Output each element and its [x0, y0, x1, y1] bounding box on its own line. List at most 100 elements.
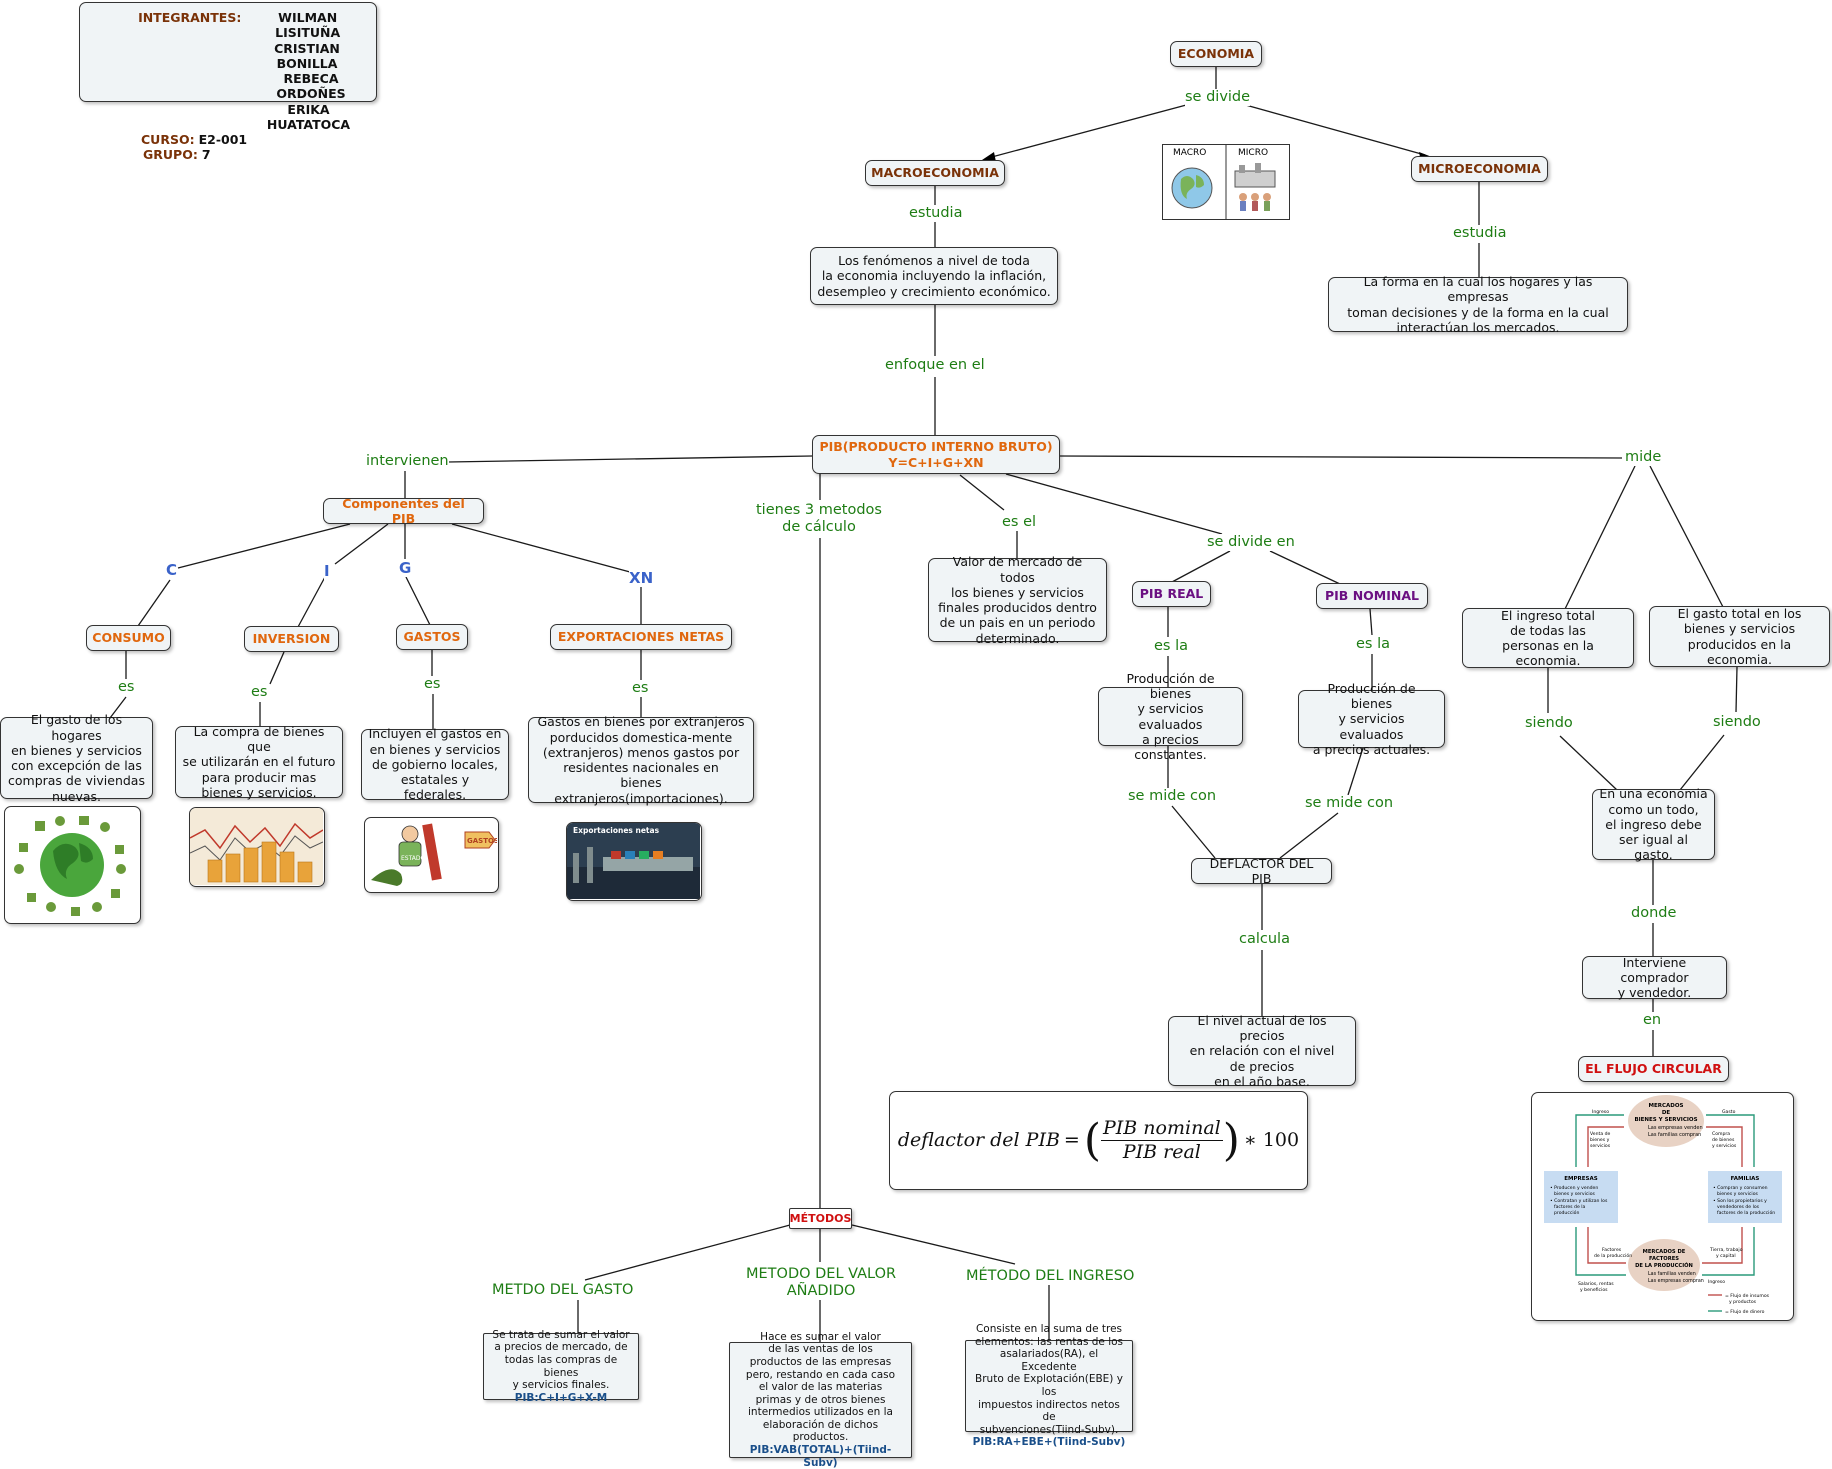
donde-label: donde — [1631, 905, 1677, 923]
pib-definition: Valor de mercado de todos los bienes y s… — [928, 554, 1107, 646]
inversion-node: INVERSION — [244, 626, 339, 652]
macro-description: Los fenómenos a nivel de toda la economi… — [810, 247, 1058, 305]
fc-fam-item-2b: vendedores de los — [1717, 1204, 1760, 1210]
pib-real-node: PIB REAL — [1132, 581, 1211, 607]
deflactor-formula: deflactor del PIB = ( PIB nominal PIB re… — [889, 1091, 1308, 1190]
componentes-node: Componentes del PIB — [323, 496, 484, 526]
micro-description: La forma en la cual los hogares y las em… — [1328, 274, 1628, 335]
consumo-description: El gasto de los hogares en bienes y serv… — [0, 712, 153, 804]
fc-fam-item-1b: bienes y servicios — [1717, 1191, 1759, 1197]
metodo-ingreso-label: MÉTODO DEL INGRESO — [966, 1268, 1135, 1286]
micro-text: MICRO — [1238, 148, 1268, 158]
fc-emp-item-2: • Contratan y utilizan los — [1550, 1198, 1608, 1204]
fc-compra-2: de bienes — [1712, 1137, 1735, 1143]
fc-legend-2: = Flujo de dinero — [1725, 1309, 1765, 1315]
gastos-description: Incluyen el gastos en en bienes y servic… — [361, 726, 509, 802]
pib-real-description: Producción de bienes y servicios evaluad… — [1098, 671, 1243, 762]
metodo-ingreso-description: Consiste en la suma de tres elementos: l… — [965, 1323, 1133, 1448]
metodo-valor-label: METODO DEL VALOR AÑADIDO — [746, 1266, 897, 1301]
fc-salarios-1: Salarios, rentas — [1578, 1281, 1614, 1287]
gastos-node: GASTOS — [396, 624, 468, 650]
fc-tierra-1: Tierra, trabajo — [1709, 1247, 1743, 1253]
fc-familias: FAMILIAS — [1731, 1176, 1760, 1182]
gastos-image: ESTADO GASTOS — [364, 817, 499, 893]
macro-micro-image: MACRO MICRO — [1162, 144, 1290, 220]
fc-compra-1: Compra — [1712, 1131, 1730, 1137]
fc-fam-item-2: • Son los propietarios y — [1713, 1198, 1767, 1204]
curso-label: CURSO: — [141, 132, 195, 147]
metodo-gasto-description: Se trata de sumar el valor a precios de … — [483, 1329, 639, 1404]
ingreso-desc-text: Consiste en la suma de tres elementos: l… — [974, 1323, 1124, 1436]
formula-tail: ∗ 100 — [1243, 1128, 1300, 1151]
pib-nominal-node: PIB NOMINAL — [1316, 583, 1428, 609]
es-consumo-label: es — [118, 679, 135, 697]
fc-mercados-bienes-2: DE — [1662, 1110, 1671, 1116]
siendo-ingreso-label: siendo — [1525, 715, 1573, 733]
fc-ingreso-top: Ingreso — [1592, 1109, 1609, 1115]
fc-ingreso-bottom: Ingreso — [1708, 1279, 1725, 1285]
valor-desc-text: Hace es sumar el valor de las ventas de … — [745, 1330, 896, 1444]
exportaciones-image: Exportaciones netas — [566, 822, 702, 901]
macro-text: MACRO — [1173, 148, 1206, 158]
flujo-circular-image: MERCADOS DE BIENES Y SERVICIOS Las empre… — [1531, 1092, 1794, 1321]
en-label: en — [1643, 1012, 1662, 1030]
fc-mb-item-2: Las familias compran — [1648, 1132, 1701, 1138]
fc-emp-item-1: • Producen y venden — [1550, 1185, 1598, 1191]
fc-fam-item-2c: factores de la producción — [1717, 1209, 1775, 1216]
macroeconomia-node: MACROECONOMIA — [865, 160, 1005, 186]
fc-factores-1: Factores — [1602, 1247, 1622, 1253]
grupo-value: 7 — [201, 147, 211, 163]
pib-formula: Y=C+I+G+XN — [888, 454, 984, 470]
fc-mb-item-1: Las empresas venden — [1648, 1125, 1703, 1131]
fc-mf-2: FACTORES — [1649, 1256, 1679, 1262]
flujo-circular-node: EL FLUJO CIRCULAR — [1578, 1056, 1729, 1082]
estudia-micro-label: estudia — [1453, 225, 1507, 243]
consumo-node: CONSUMO — [86, 625, 171, 651]
gasto-formula: PIB:C+I+G+X-M — [514, 1391, 608, 1404]
fc-emp-item-2b: factores de la — [1554, 1204, 1586, 1210]
es-export-label: es — [632, 680, 649, 698]
fc-gasto-top: Gasto — [1722, 1109, 1736, 1115]
valor-formula: PIB:VAB(TOTAL)+(Tiind-Subv) — [749, 1444, 892, 1469]
pib-title: PIB(PRODUCTO INTERNO BRUTO) — [819, 439, 1053, 455]
enfoque-label: enfoque en el — [885, 357, 985, 375]
exportaciones-node: EXPORTACIONES NETAS — [550, 624, 732, 650]
fc-venta-3: servicios — [1590, 1143, 1611, 1149]
letter-g: G — [399, 559, 412, 577]
microeconomia-node: MICROECONOMIA — [1411, 156, 1548, 182]
export-description: Gastos en bienes por extranjeros porduci… — [528, 714, 754, 806]
fc-mf-1: MERCADOS DE — [1643, 1249, 1686, 1255]
fc-mf-item-1: Las familias venden — [1648, 1271, 1696, 1277]
inversion-image — [189, 807, 325, 887]
formula-denominator: PIB real — [1122, 1141, 1201, 1163]
deflactor-description: El nivel actual de los precios en relaci… — [1168, 1013, 1356, 1089]
inversion-description: La compra de bienes que se utilizarán en… — [175, 724, 343, 800]
member-1: WILMAN LISITUÑA — [275, 10, 341, 41]
pib-nominal-description: Producción de bienes y servicios evaluad… — [1298, 681, 1445, 757]
calcula-label: calcula — [1239, 931, 1290, 949]
es-gastos-label: es — [424, 676, 441, 694]
fc-mercados-bienes-1: MERCADOS — [1649, 1103, 1684, 1109]
fc-salarios-2: y beneficios — [1580, 1287, 1608, 1293]
se-mide-con-real-label: se mide con — [1128, 788, 1217, 806]
intervienen-label: intervienen — [366, 453, 449, 471]
es-el-label: es el — [1002, 514, 1037, 532]
gasto-total-node: El gasto total en los bienes y servicios… — [1649, 606, 1830, 667]
fc-fam-item-1: • Compran y consumen — [1713, 1185, 1768, 1191]
formula-lhs: deflactor del PIB — [897, 1128, 1060, 1151]
fc-legend-1b: y productos — [1729, 1299, 1757, 1305]
curso-value: E2-001 — [198, 132, 248, 147]
member-3: REBECA ORDOÑES — [276, 71, 346, 102]
metodo-valor-description: Hace es sumar el valor de las ventas de … — [729, 1331, 912, 1469]
economia-todo-node: En una economia como un todo, el ingreso… — [1592, 786, 1715, 862]
comprador-vendedor-node: Interviene comprador y vendedor. — [1582, 955, 1727, 1000]
letter-i: I — [324, 562, 330, 580]
estado-tag-text: ESTADO — [401, 855, 426, 862]
fc-emp-item-1b: bienes y servicios — [1554, 1191, 1596, 1197]
mide-label: mide — [1625, 449, 1662, 467]
economia-node: ECONOMIA — [1170, 41, 1262, 67]
formula-numerator: PIB nominal — [1101, 1117, 1223, 1141]
ingreso-formula: PIB:RA+EBE+(Tiind-Subv) — [972, 1436, 1126, 1449]
es-inversion-label: es — [251, 684, 268, 702]
fc-empresas: EMPRESAS — [1564, 1176, 1597, 1182]
